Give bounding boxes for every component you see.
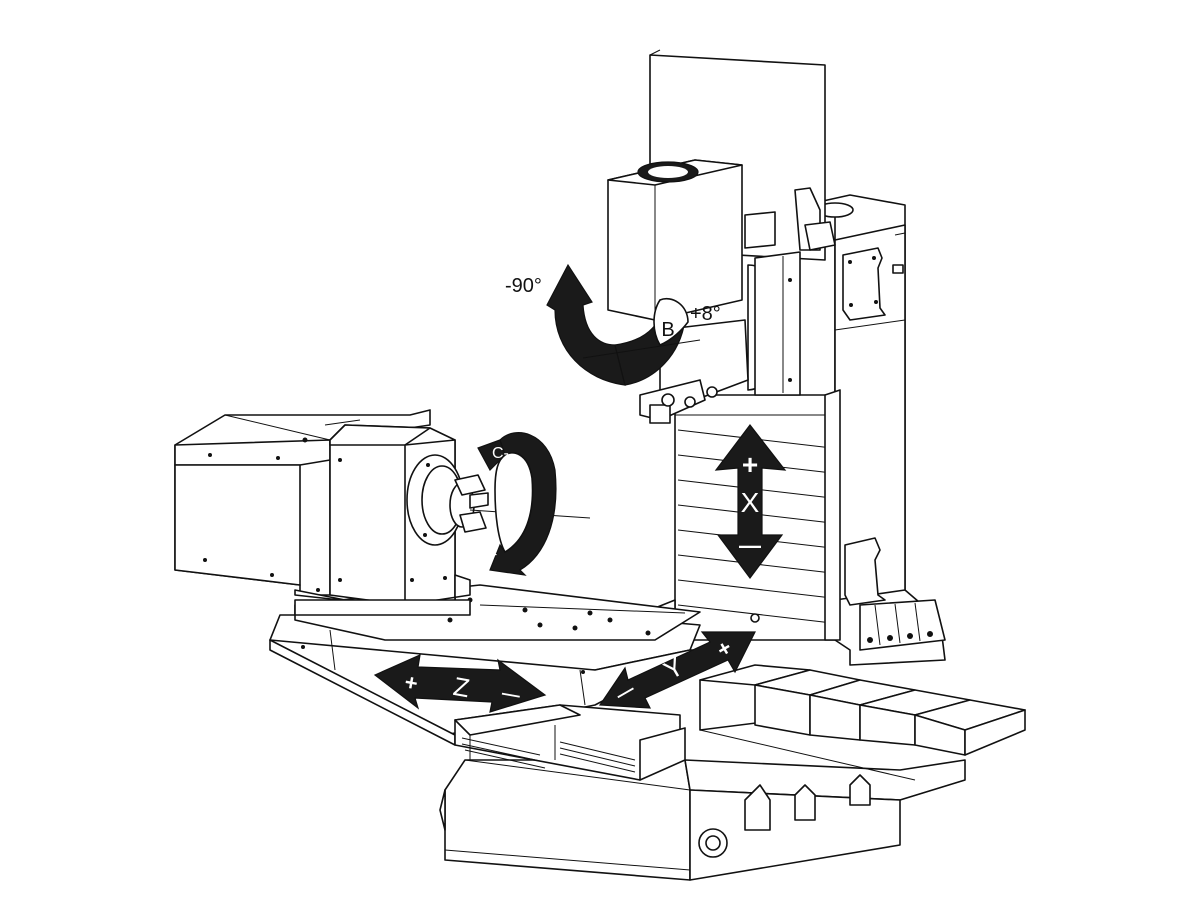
spindle-head xyxy=(607,49,836,424)
b-plus-angle-label: +8° xyxy=(690,303,721,325)
c-minus-label: C- xyxy=(492,445,509,462)
z-bellows xyxy=(454,704,686,781)
machine-column xyxy=(759,194,946,666)
y-way-covers xyxy=(699,664,1026,781)
x-axis-arrow: + X — xyxy=(714,424,787,580)
z-minus-label: — xyxy=(500,683,521,706)
b-axis-label: B xyxy=(661,319,674,341)
z-plus-label: + xyxy=(403,669,420,696)
x-axis-label: X xyxy=(741,487,760,518)
z-axis-label: Z xyxy=(451,671,472,703)
b-minus-angle-label: -90° xyxy=(505,275,542,297)
x-plus-label: + xyxy=(742,449,758,480)
z-axis-arrow: + Z — xyxy=(373,653,547,713)
x-minus-label: — xyxy=(739,533,761,558)
machine-base xyxy=(439,759,966,881)
b-axis-arrow: -90° +8° B xyxy=(505,263,721,386)
c-axis-arrow: C- + xyxy=(477,432,557,576)
c-plus-label: + xyxy=(488,547,497,564)
rotary-head xyxy=(174,409,591,616)
y-axis-arrow: — Y + xyxy=(598,631,756,709)
